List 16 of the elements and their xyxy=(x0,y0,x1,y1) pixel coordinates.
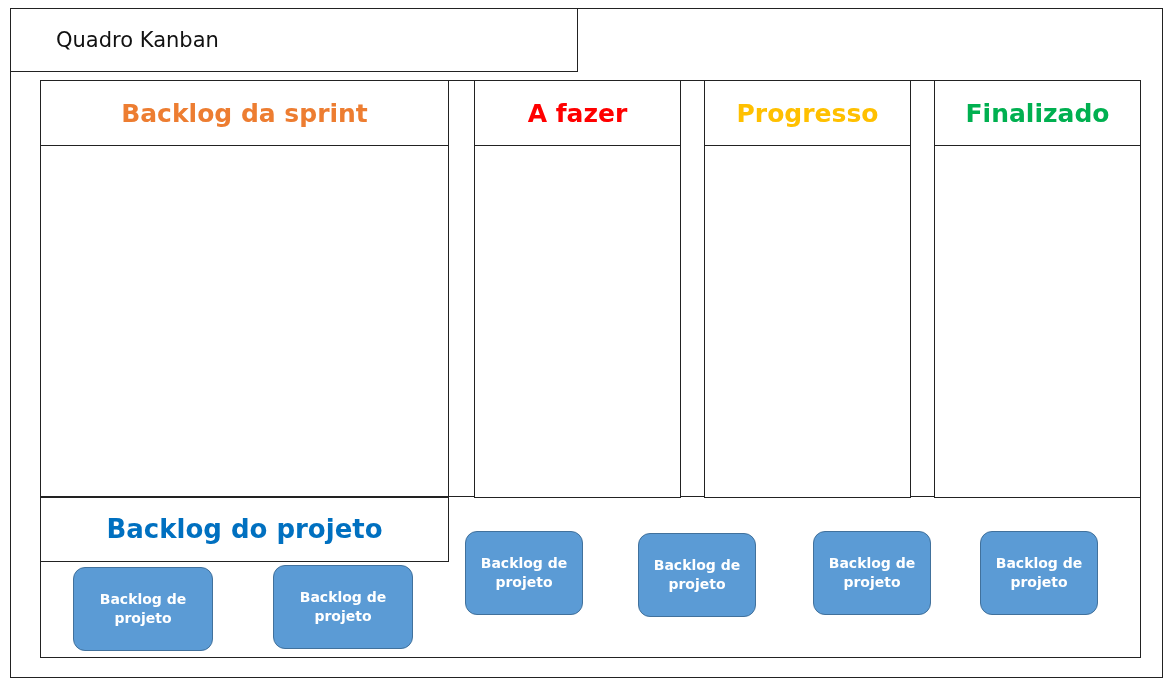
task-card: Backlog de projeto xyxy=(638,533,756,617)
column-heading: Finalizado xyxy=(965,98,1110,128)
task-card: Backlog de projeto xyxy=(273,565,413,649)
task-card: Backlog de projeto xyxy=(73,567,213,651)
kanban-column xyxy=(934,80,1141,498)
kanban-column xyxy=(474,80,681,498)
task-card: Backlog de projeto xyxy=(980,531,1098,615)
column-heading: A fazer xyxy=(527,98,628,128)
kanban-column xyxy=(704,80,911,498)
task-card: Backlog de projeto xyxy=(813,531,931,615)
kanban-column xyxy=(40,80,449,498)
column-heading: Progresso xyxy=(736,98,879,128)
task-card: Backlog de projeto xyxy=(465,531,583,615)
column-heading: Backlog da sprint xyxy=(121,98,368,128)
section-heading: Backlog do projeto xyxy=(40,496,449,562)
board-title: Quadro Kanban xyxy=(10,8,578,72)
